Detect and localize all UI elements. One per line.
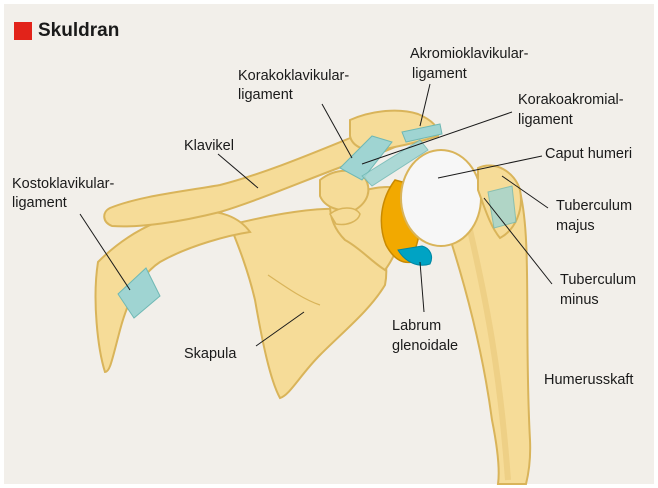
label-tuberculum-majus-line2: majus bbox=[556, 218, 595, 234]
label-tuberculum-minus-line1: Tuberculum bbox=[560, 272, 636, 288]
label-tuberculum-minus-line2: minus bbox=[560, 292, 599, 308]
label-korakoakr: Korakoakromial- ligament bbox=[518, 92, 628, 128]
leader-labrum bbox=[420, 262, 424, 312]
label-akromio: Akromioklavikular- ligament bbox=[410, 46, 532, 82]
label-akromio-line1: Akromioklavikular- bbox=[410, 46, 529, 62]
humeral-head bbox=[401, 150, 481, 246]
label-tuberculum-majus-line1: Tuberculum bbox=[556, 198, 632, 214]
label-klavikel: Klavikel bbox=[184, 138, 234, 154]
label-korakoakr-line2: ligament bbox=[518, 112, 573, 128]
label-humerusskaft-line1: Humerusskaft bbox=[544, 372, 633, 388]
label-klavikel-line1: Klavikel bbox=[184, 138, 234, 154]
label-tuberculum-majus: Tuberculum majus bbox=[556, 198, 636, 234]
label-akromio-line2: ligament bbox=[412, 66, 467, 82]
label-kostoklav-line1: Kostoklavikular- bbox=[12, 176, 115, 192]
label-korakoklav-line1: Korakoklavikular- bbox=[238, 68, 349, 84]
label-skapula-line1: Skapula bbox=[184, 346, 237, 362]
label-tuberculum-minus: Tuberculum minus bbox=[560, 272, 640, 308]
label-labrum-line1: Labrum bbox=[392, 318, 441, 334]
label-korakoklav: Korakoklavikular- ligament bbox=[238, 68, 353, 103]
label-korakoklav-line2: ligament bbox=[238, 87, 293, 103]
label-caput: Caput humeri bbox=[545, 146, 632, 162]
label-kostoklav-line2: ligament bbox=[12, 195, 67, 211]
label-labrum-line2: glenoidale bbox=[392, 338, 458, 354]
label-skapula: Skapula bbox=[184, 346, 237, 362]
label-humerusskaft: Humerusskaft bbox=[544, 372, 633, 388]
label-labrum: Labrum glenoidale bbox=[392, 318, 458, 354]
label-korakoakr-line1: Korakoakromial- bbox=[518, 92, 624, 108]
label-kostoklav: Kostoklavikular- ligament bbox=[12, 176, 118, 211]
label-caput-line1: Caput humeri bbox=[545, 146, 632, 162]
